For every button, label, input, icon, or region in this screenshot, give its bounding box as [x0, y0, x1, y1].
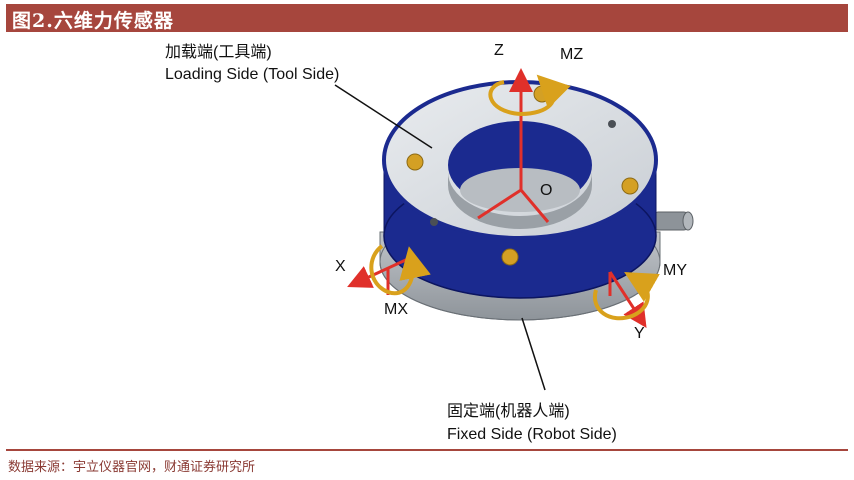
- y-axis-label: Y: [634, 325, 645, 342]
- loading-side-label-cn: 加载端(工具端): [165, 44, 272, 61]
- mz-moment-arrow: [488, 74, 571, 117]
- moment-arrows: [369, 74, 660, 321]
- mx-label: MX: [384, 301, 408, 318]
- fixed-side-leader: [521, 317, 546, 391]
- mz-label: MZ: [560, 46, 584, 63]
- fixed-side-label-en: Fixed Side (Robot Side): [447, 426, 617, 443]
- my-moment-arrow: [592, 272, 660, 321]
- x-axis-label: X: [335, 258, 346, 275]
- loading-side-leader: [334, 84, 433, 149]
- loading-side-label-en: Loading Side (Tool Side): [165, 66, 340, 83]
- mx-moment-arrow: [369, 244, 431, 296]
- z-axis-label: Z: [494, 42, 504, 59]
- cable-stub: [653, 211, 694, 231]
- source-note: 数据来源：宇立仪器官网，财通证券研究所: [8, 460, 256, 475]
- figure-title: 图2.六维力传感器: [12, 10, 174, 32]
- o-y-axis: [519, 189, 550, 223]
- my-label: MY: [663, 262, 687, 279]
- fixed-side-label-cn: 固定端(机器人端): [447, 403, 570, 420]
- o-x-axis: [477, 188, 522, 220]
- origin-label: O: [540, 182, 553, 199]
- title-bar: 图2.六维力传感器: [6, 4, 848, 32]
- footer-divider: [6, 449, 848, 451]
